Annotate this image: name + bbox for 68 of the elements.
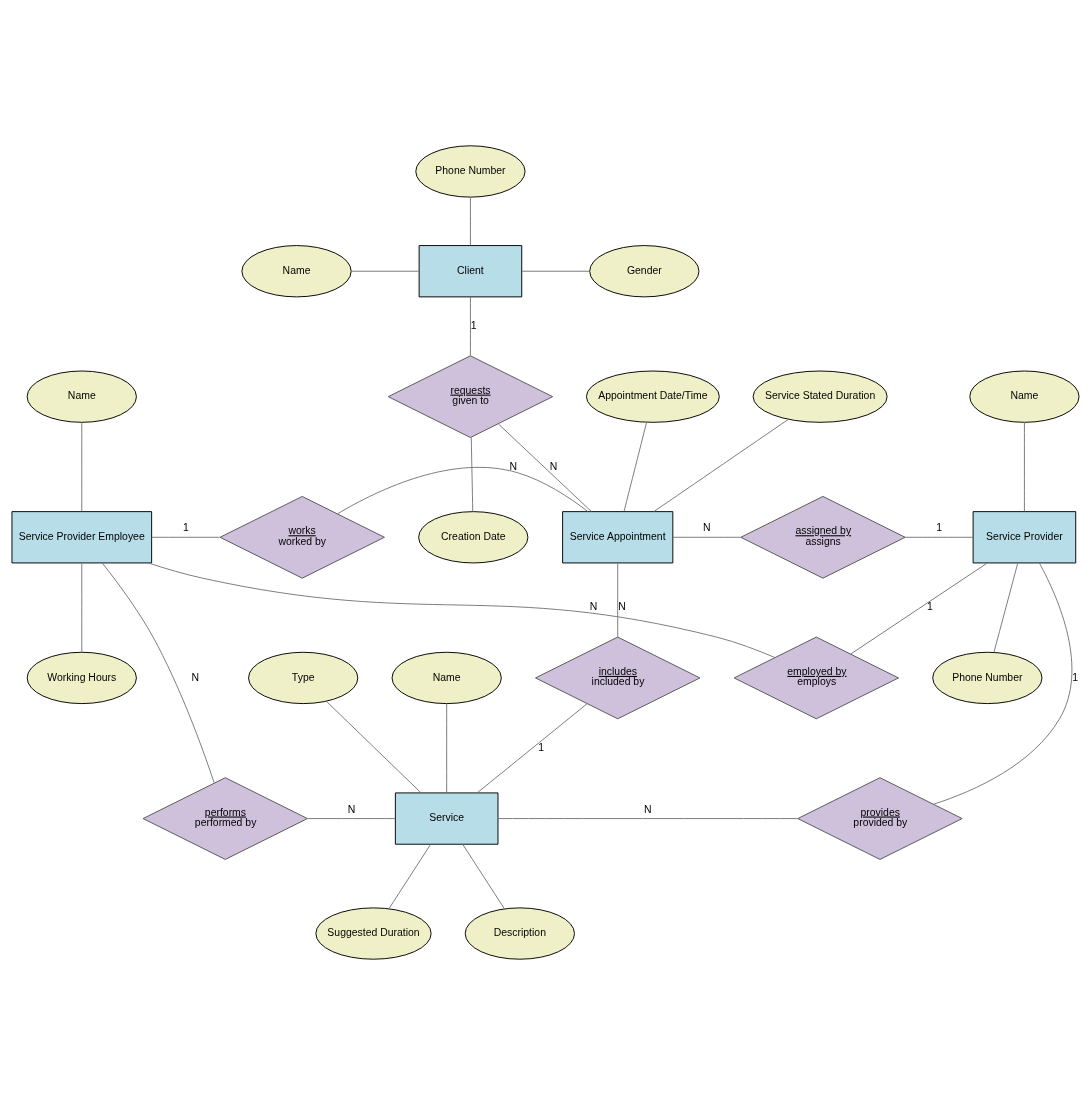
- node-ellipse: Service Stated Duration: [752, 370, 888, 423]
- edge-label: N: [549, 460, 558, 472]
- node-ellipse: Gender: [589, 244, 700, 297]
- node-box: Service Provider: [972, 510, 1077, 563]
- node-ellipse: Description: [464, 906, 575, 960]
- edge-label: N: [191, 671, 200, 683]
- connector: [388, 843, 432, 909]
- edge-label: N: [347, 803, 356, 815]
- node-box: Service: [394, 791, 499, 845]
- connector: [672, 536, 742, 538]
- node-diamond: requests given to: [387, 354, 554, 438]
- node-ellipse: Working Hours: [26, 651, 137, 704]
- connector: [933, 562, 1073, 805]
- edge-label: 1: [182, 521, 189, 533]
- node-ellipse: Name: [241, 244, 352, 297]
- connector: [446, 702, 448, 793]
- edge-label: N: [589, 600, 598, 612]
- connector: [497, 817, 799, 819]
- connector: [81, 562, 83, 652]
- connector: [470, 436, 474, 512]
- node-ellipse: Type: [248, 651, 359, 704]
- connector: [498, 423, 592, 512]
- connector: [469, 296, 471, 356]
- connector: [476, 702, 588, 793]
- connector: [469, 196, 471, 246]
- connector: [307, 817, 396, 819]
- connector: [1023, 421, 1025, 512]
- node-diamond: assigned by assigns: [740, 495, 906, 579]
- node-ellipse: Name: [391, 651, 502, 704]
- connector: [653, 418, 789, 512]
- edge-label: 1: [1072, 671, 1079, 683]
- node-ellipse: Creation Date: [418, 510, 529, 563]
- node-diamond: includes included by: [535, 636, 701, 719]
- connector: [993, 562, 1019, 653]
- connector: [101, 562, 215, 783]
- node-diamond: employed by employs: [733, 636, 899, 719]
- node-ellipse: Phone Number: [415, 144, 526, 198]
- connector: [151, 536, 221, 538]
- connector: [521, 270, 591, 272]
- connector: [850, 562, 988, 654]
- connector: [326, 700, 422, 793]
- connector: [617, 562, 619, 637]
- connector: [904, 536, 974, 538]
- edge-label: N: [618, 600, 626, 612]
- connector: [462, 843, 505, 909]
- edge-label: 1: [470, 319, 477, 331]
- node-diamond: provides provided by: [797, 776, 963, 860]
- edge-label: 1: [926, 600, 933, 612]
- edge-label: N: [644, 803, 652, 815]
- node-diamond: performs performed by: [142, 776, 308, 860]
- connector: [350, 270, 420, 272]
- node-ellipse: Suggested Duration: [315, 906, 432, 960]
- connector: [147, 562, 776, 658]
- node-box: Client: [418, 244, 523, 297]
- node-ellipse: Name: [969, 370, 1080, 423]
- node-diamond: works worked by: [219, 495, 385, 579]
- connector: [337, 466, 589, 514]
- node-ellipse: Name: [26, 370, 137, 423]
- node-box: Service Appointment: [562, 510, 674, 563]
- edge-label: N: [509, 460, 517, 472]
- node-ellipse: Phone Number: [932, 651, 1043, 704]
- edge-label: 1: [538, 741, 545, 753]
- node-ellipse: Appointment Date/Time: [585, 370, 720, 423]
- connector: [81, 421, 83, 512]
- node-box: Service Provider Employee: [11, 510, 153, 563]
- edge-label: N: [703, 521, 711, 533]
- edge-label: 1: [936, 521, 943, 533]
- connector: [623, 421, 648, 512]
